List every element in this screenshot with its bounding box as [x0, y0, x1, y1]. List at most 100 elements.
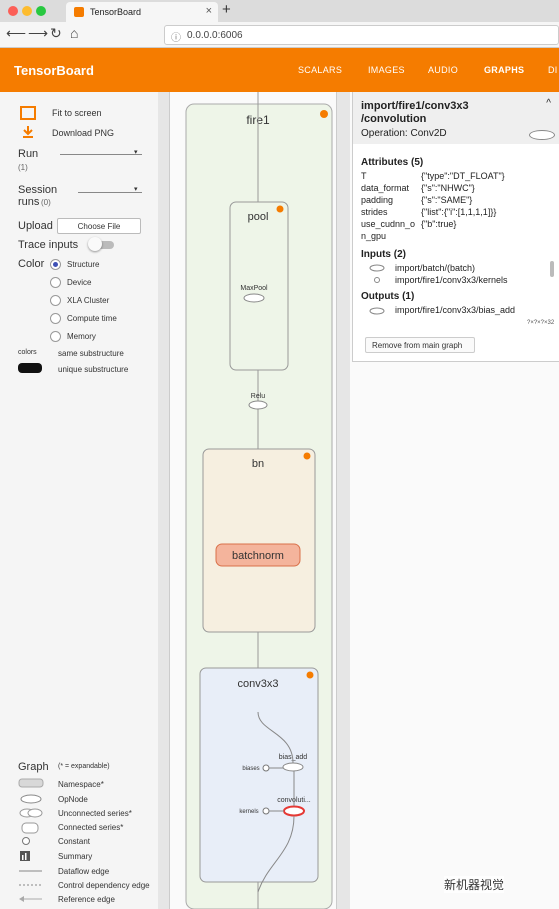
reload-icon[interactable]: ↻: [50, 25, 62, 41]
graph-svg[interactable]: fire1 pool MaxPool Relu bn batchnorm con…: [158, 92, 559, 909]
graph-left-strip: [158, 92, 170, 909]
node-shape-icon: [529, 130, 555, 140]
new-tab-icon[interactable]: +: [222, 1, 231, 18]
address-bar[interactable]: ⓘ 0.0.0.0:6006: [164, 25, 559, 45]
unique-substructure-swatch: [18, 363, 42, 373]
tab-scalars[interactable]: SCALARS: [298, 65, 343, 75]
relu-label: Relu: [251, 393, 266, 400]
fit-to-screen-icon[interactable]: [20, 106, 36, 120]
trace-inputs-label: Trace inputs: [18, 239, 79, 251]
tab-graphs[interactable]: GRAPHS: [484, 65, 525, 75]
chevron-down-icon[interactable]: ▾: [134, 186, 138, 193]
radio-device-label: Device: [67, 278, 92, 287]
legend-dataflow-edge: Dataflow edge: [58, 867, 110, 876]
upload-label: Upload: [18, 220, 53, 232]
app-title: TensorBoard: [14, 63, 94, 78]
radio-memory[interactable]: [50, 331, 61, 342]
maxpool-label: MaxPool: [240, 285, 268, 292]
remove-from-main-graph-button[interactable]: Remove from main graph: [365, 337, 475, 353]
download-icon[interactable]: [21, 125, 35, 139]
radio-compute-time[interactable]: [50, 313, 61, 324]
radio-device[interactable]: [50, 277, 61, 288]
home-icon[interactable]: ⌂: [70, 25, 79, 41]
attr-value: {"s":"SAME"}: [421, 195, 473, 205]
node-info-header: import/fire1/conv3x3 /convolution Operat…: [353, 92, 559, 144]
colors-label: colors: [18, 349, 37, 356]
choose-file-button[interactable]: Choose File: [57, 218, 141, 234]
fit-to-screen-button[interactable]: Fit to screen: [52, 108, 102, 118]
constant-icon: [374, 277, 380, 283]
attr-value: {"s":"NHWC"}: [421, 183, 475, 193]
tab-distributions[interactable]: DI: [548, 65, 558, 75]
inputs-scrollbar[interactable]: [550, 261, 554, 277]
batchnorm-label: batchnorm: [232, 550, 284, 562]
url-text: 0.0.0.0:6006: [187, 30, 243, 41]
run-select[interactable]: [60, 154, 142, 155]
collapse-fire1-icon[interactable]: [320, 110, 328, 118]
reference-edge-legend-icon: [19, 896, 42, 902]
opnode-icon: [369, 307, 385, 315]
attr-key: padding: [361, 195, 394, 205]
radio-structure[interactable]: [50, 259, 61, 270]
tab-title: TensorBoard: [90, 7, 142, 17]
attr-value: {"b":true}: [421, 219, 457, 229]
kernels-node[interactable]: [262, 807, 270, 815]
convolution-node-selected[interactable]: [283, 805, 305, 817]
same-substructure-label: same substructure: [58, 349, 124, 358]
unique-substructure-label: unique substructure: [58, 365, 129, 374]
trace-inputs-toggle[interactable]: [90, 241, 114, 249]
legend-namespace: Namespace*: [58, 780, 104, 789]
opnode-icon: [369, 264, 385, 272]
info-icon[interactable]: ⓘ: [171, 33, 181, 44]
maximize-window-dot[interactable]: [36, 6, 46, 16]
collapse-pool-icon[interactable]: [276, 205, 284, 213]
chevron-down-icon[interactable]: ▾: [134, 149, 138, 156]
input-item[interactable]: import/batch/(batch): [395, 263, 476, 273]
legend-summary: Summary: [58, 852, 93, 861]
radio-xla-cluster[interactable]: [50, 295, 61, 306]
relu-node[interactable]: [248, 400, 268, 410]
namespace-legend-icon: [18, 778, 44, 788]
attr-value: {"type":"DT_FLOAT"}: [421, 171, 505, 181]
close-tab-icon[interactable]: ×: [205, 5, 212, 17]
inputs-title: Inputs (2): [361, 249, 406, 260]
bias-add-node[interactable]: [282, 762, 304, 772]
color-label: Color: [18, 258, 45, 270]
collapse-panel-icon[interactable]: ^: [546, 98, 551, 109]
output-item[interactable]: import/fire1/conv3x3/bias_add: [395, 305, 516, 315]
pool-namespace[interactable]: [229, 201, 289, 371]
legend-opnode: OpNode: [58, 795, 88, 804]
pool-label: pool: [248, 211, 269, 223]
biases-node[interactable]: [262, 764, 270, 772]
input-item[interactable]: import/fire1/conv3x3/kernels: [395, 275, 508, 285]
forward-icon[interactable]: ⟶: [28, 25, 49, 41]
session-runs-label: Session runs: [18, 184, 58, 208]
toggle-knob[interactable]: [88, 237, 102, 251]
radio-compute-time-label: Compute time: [67, 314, 117, 323]
session-runs-count: (0): [41, 198, 51, 207]
collapse-conv3x3-icon[interactable]: [306, 671, 314, 679]
session-runs-select[interactable]: [78, 192, 142, 193]
bn-label: bn: [252, 458, 264, 470]
back-icon[interactable]: ⟵: [6, 25, 27, 41]
browser-tab[interactable]: TensorBoard ×: [66, 2, 218, 22]
outputs-title: Outputs (1): [361, 291, 415, 302]
download-png-button[interactable]: Download PNG: [52, 128, 115, 138]
legend-unconnected-series: Unconnected series*: [58, 809, 132, 818]
tab-audio[interactable]: AUDIO: [428, 65, 459, 75]
opnode-legend-icon: [20, 794, 42, 804]
bn-namespace[interactable]: [202, 448, 316, 633]
constant-legend-icon: [22, 837, 30, 845]
batchnorm-node[interactable]: [215, 543, 301, 567]
dataflow-edge-legend-icon: [19, 870, 42, 872]
attr-key: strides: [361, 207, 388, 217]
node-info-panel: import/fire1/conv3x3 /convolution Operat…: [352, 92, 559, 362]
collapse-bn-icon[interactable]: [303, 452, 311, 460]
tab-images[interactable]: IMAGES: [368, 65, 405, 75]
maxpool-node[interactable]: [243, 293, 265, 303]
close-window-dot[interactable]: [8, 6, 18, 16]
graph-legend-title: Graph: [18, 761, 49, 773]
conv3x3-namespace[interactable]: [199, 667, 319, 883]
minimize-window-dot[interactable]: [22, 6, 32, 16]
app-header: TensorBoard SCALARS IMAGES AUDIO GRAPHS …: [0, 48, 559, 92]
